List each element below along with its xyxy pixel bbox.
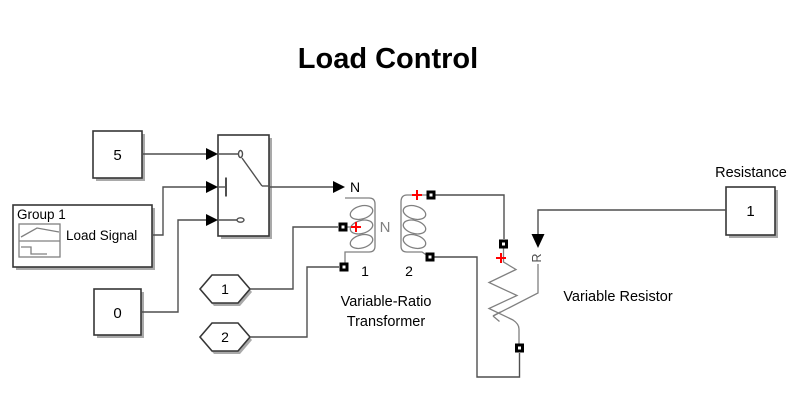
resistance-constant-block[interactable]: Resistance 1 xyxy=(715,165,787,238)
switch-icon xyxy=(219,149,269,223)
wire-switch-to-transformer-n[interactable] xyxy=(269,181,345,193)
polarity-plus-icon xyxy=(496,253,506,263)
signal-editor-block[interactable]: Group 1 Load Signal xyxy=(12,204,155,270)
wire-signal-editor-to-switch[interactable] xyxy=(152,181,218,236)
wire-port1-to-transformer[interactable] xyxy=(250,226,338,290)
signal-editor-group-title: Group 1 xyxy=(17,207,66,222)
transformer-terminal-2-label: 2 xyxy=(405,263,413,279)
constant-5-block[interactable]: 5 xyxy=(92,130,145,181)
transformer-port-bottom-right[interactable] xyxy=(425,252,435,262)
connection-port-2-block[interactable]: 2 xyxy=(198,322,252,354)
wire-resistor-bottom-loop[interactable] xyxy=(434,256,521,378)
resistor-variability-arrow-icon xyxy=(492,264,539,322)
connection-port-2-value: 2 xyxy=(221,329,229,345)
resistor-port-bottom[interactable] xyxy=(515,343,524,353)
transformer-left-winding-icon xyxy=(344,197,376,263)
signal-editor-label: Load Signal xyxy=(66,228,137,243)
wire-constant0-to-switch[interactable] xyxy=(141,214,218,313)
switch-block[interactable] xyxy=(217,134,272,239)
signal-editor-body[interactable] xyxy=(12,204,153,268)
resistor-port-top[interactable] xyxy=(499,239,508,249)
transformer-port-left-mid[interactable] xyxy=(338,222,348,232)
transformer-port-top-right[interactable] xyxy=(426,190,436,200)
polarity-plus-icon xyxy=(351,222,361,232)
wire-arrow-icon xyxy=(206,181,218,193)
constant-0-block[interactable]: 0 xyxy=(93,288,144,338)
transformer-name-line1[interactable]: Variable-Ratio xyxy=(341,294,432,310)
wire-arrow-icon xyxy=(333,181,345,193)
wire-arrow-icon xyxy=(206,214,218,226)
transformer-port-bottom-left[interactable] xyxy=(339,262,349,272)
signal-waveform-icon xyxy=(18,223,61,258)
wire-port2-to-transformer[interactable] xyxy=(250,266,339,338)
resistor-zigzag-icon xyxy=(487,248,520,344)
transformer-n-port-label: N xyxy=(350,179,360,195)
wire-arrow-icon xyxy=(206,148,218,160)
wire-resistance-to-resistor-r[interactable] xyxy=(531,209,727,248)
resistance-body[interactable] xyxy=(725,186,776,236)
constant-5-body[interactable] xyxy=(92,130,143,179)
connection-port-1-value: 1 xyxy=(221,281,229,297)
transformer-winding-ratio-label: N xyxy=(380,219,391,236)
connection-port-1-block[interactable]: 1 xyxy=(198,274,252,306)
constant-5-value: 5 xyxy=(113,147,121,164)
variable-resistor-block[interactable]: R Variable Resistor xyxy=(486,235,673,355)
model-title: Load Control xyxy=(298,43,478,75)
resistance-value: 1 xyxy=(746,203,754,220)
polarity-plus-icon xyxy=(412,190,422,200)
variable-resistor-name[interactable]: Variable Resistor xyxy=(563,289,673,305)
wire-transformer-to-resistor-top[interactable] xyxy=(435,194,505,239)
resistance-name[interactable]: Resistance xyxy=(715,165,787,181)
transformer-terminal-1-label: 1 xyxy=(361,263,369,279)
resistor-r-port-label: R xyxy=(530,253,544,262)
wire-constant5-to-switch[interactable] xyxy=(142,148,218,160)
variable-ratio-transformer-block[interactable]: N N 1 2 xyxy=(338,176,438,330)
constant-0-value: 0 xyxy=(113,305,121,322)
transformer-right-winding-icon xyxy=(400,194,429,257)
transformer-name-line2[interactable]: Transformer xyxy=(347,314,426,330)
wire-arrow-down-icon xyxy=(531,234,545,248)
